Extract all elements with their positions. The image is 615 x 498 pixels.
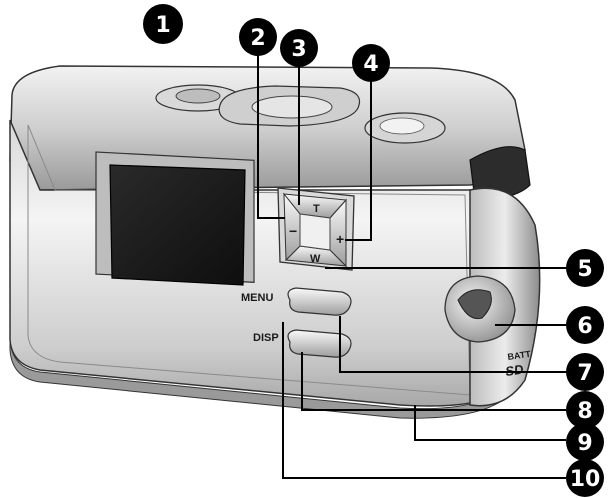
strap-eyelet-hole xyxy=(457,289,492,320)
callout-1: 1 xyxy=(143,4,183,44)
leader-lines xyxy=(257,55,566,479)
ok-center-button[interactable] xyxy=(299,213,331,251)
callout-9-number: 9 xyxy=(577,431,592,456)
disp-label: DISP xyxy=(253,332,279,344)
callout-6-number: 6 xyxy=(577,314,592,339)
batt-label: BATT xyxy=(507,349,532,362)
callout-7-number: 7 xyxy=(577,361,592,386)
minus-label: − xyxy=(289,223,297,239)
lcd-screen xyxy=(109,164,246,286)
callout-3: 3 xyxy=(280,29,318,67)
callout-2: 2 xyxy=(239,18,277,56)
menu-button[interactable] xyxy=(287,287,352,316)
callout-4-number: 4 xyxy=(363,52,378,77)
menu-label: MENU xyxy=(241,292,273,304)
callout-8: 8 xyxy=(566,391,604,429)
tele-label: T xyxy=(313,203,320,215)
callout-3-number: 3 xyxy=(291,37,306,62)
camera-top-plate xyxy=(9,65,526,191)
leader-line-2 xyxy=(257,55,285,219)
callout-8-number: 8 xyxy=(577,399,592,424)
camera-body: BATT SD T W − + MENU DISP xyxy=(9,65,541,419)
leader-line-4 xyxy=(345,80,372,241)
shutter-button-inner xyxy=(175,88,221,104)
wide-label: W xyxy=(310,253,321,265)
disp-button[interactable] xyxy=(287,329,352,358)
callout-2-number: 2 xyxy=(250,26,265,51)
power-button-inner xyxy=(379,117,425,135)
callout-6: 6 xyxy=(566,306,604,344)
mode-dial-knob xyxy=(251,95,333,119)
sd-label: SD xyxy=(504,362,525,379)
leader-line-10 xyxy=(282,322,566,479)
callout-1-number: 1 xyxy=(155,13,170,38)
callout-5-number: 5 xyxy=(577,257,592,282)
leader-line-8 xyxy=(301,352,566,411)
zoom-pad: T W − + xyxy=(277,187,355,271)
plus-label: + xyxy=(336,231,344,247)
callout-5: 5 xyxy=(566,249,604,287)
callout-4: 4 xyxy=(352,44,390,82)
callout-10: 10 xyxy=(566,459,604,497)
callout-10-number: 10 xyxy=(570,467,601,492)
leader-line-9 xyxy=(414,405,566,441)
callout-7: 7 xyxy=(566,353,604,391)
leader-line-7 xyxy=(339,316,566,373)
callout-9: 9 xyxy=(566,423,604,461)
